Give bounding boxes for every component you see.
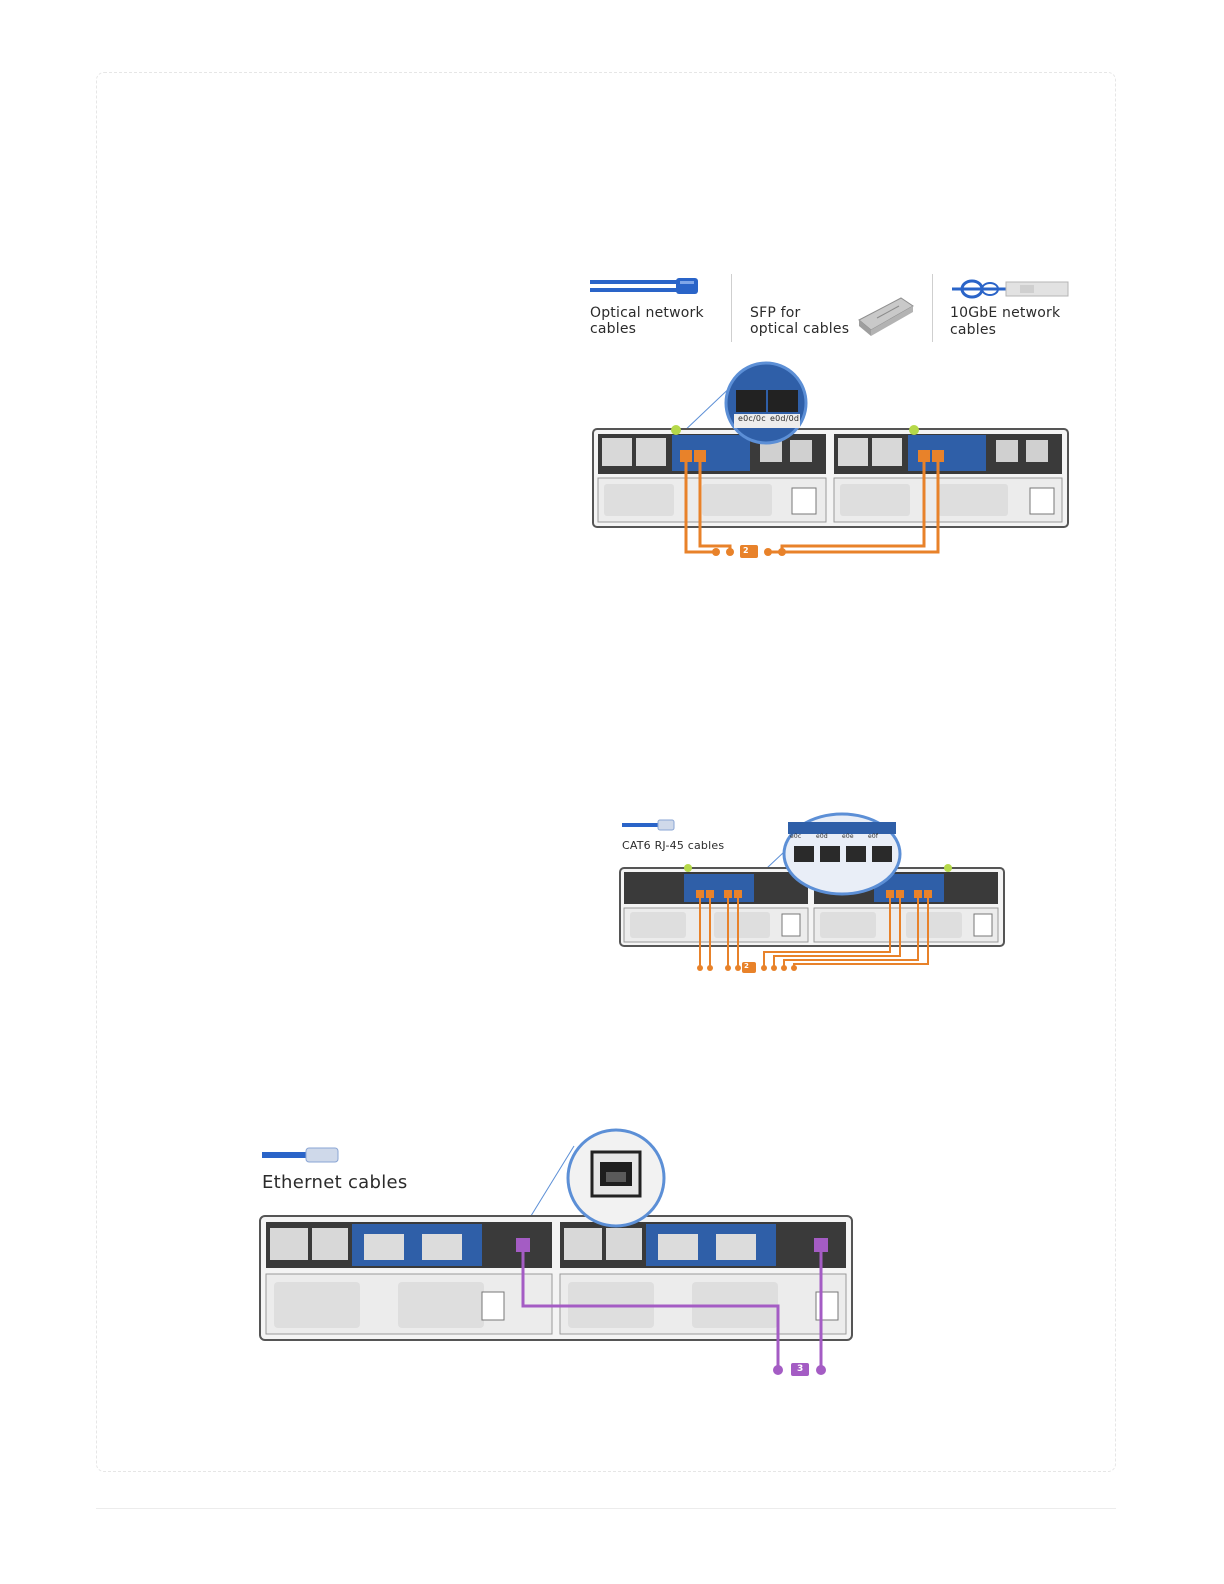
controller-chassis-diagram (618, 812, 1010, 982)
step-badge-label: 2 (743, 546, 749, 555)
zoom-port-label: e0f (868, 833, 878, 840)
legend-10gbe-line2: cables (950, 322, 996, 338)
zoom-port-label: e0c/0c (738, 414, 766, 423)
legend-10gbe-line1: 10GbE network (950, 305, 1060, 321)
legend-optical-cables-line2: cables (590, 321, 636, 337)
legend-optical-cables-line1: Optical network (590, 305, 704, 321)
tengbe-cable-icon (950, 278, 1070, 302)
zoom-port-label: e0d (816, 833, 828, 840)
optical-cable-icon (588, 276, 708, 298)
zoom-port-label: e0d/0d (770, 414, 799, 423)
footer-divider (96, 1508, 1116, 1509)
legend-divider (932, 274, 933, 342)
step-badge-label: 2 (744, 962, 749, 970)
controller-chassis-diagram (256, 1124, 856, 1380)
legend-sfp-line2: optical cables (750, 321, 849, 337)
legend-divider (731, 274, 732, 342)
controller-chassis-diagram (590, 360, 1072, 560)
zoom-port-label: e0e (842, 833, 854, 840)
sfp-module-icon (855, 294, 915, 338)
zoom-port-label: e0c (790, 833, 801, 840)
step-badge-label: 3 (797, 1364, 803, 1374)
legend-sfp-line1: SFP for (750, 305, 800, 321)
